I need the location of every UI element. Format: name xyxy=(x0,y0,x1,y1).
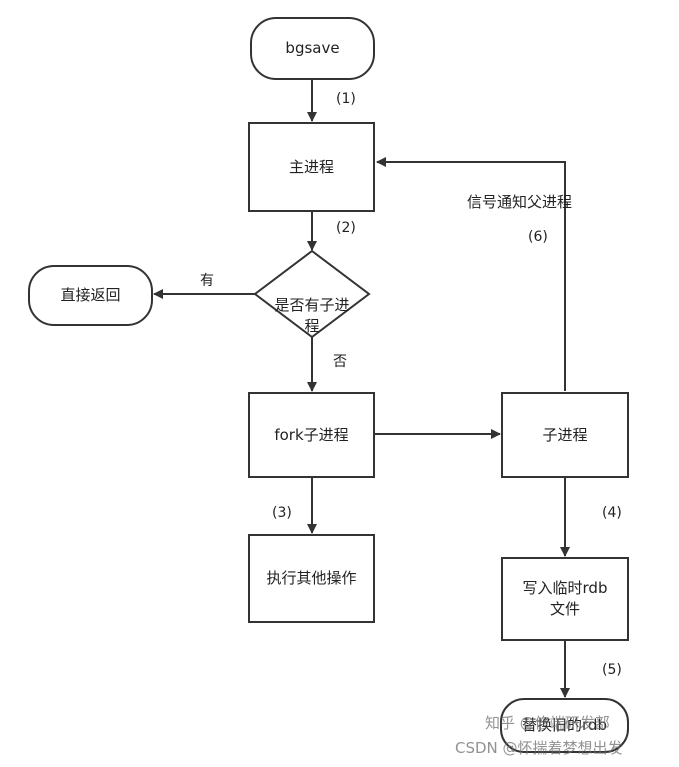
edge-child-to-main-signal xyxy=(376,157,566,391)
yes-label: 有 xyxy=(200,273,214,289)
main-process-node: 主进程 xyxy=(248,122,375,212)
bgsave-node: bgsave xyxy=(250,17,375,80)
other-ops-label: 执行其他操作 xyxy=(266,569,357,587)
bgsave-label: bgsave xyxy=(285,39,340,57)
child-process-label: 子进程 xyxy=(542,425,588,444)
signal-parent-label: 信号通知父进程 xyxy=(467,193,573,211)
replace-rdb-label: 替换旧的rdb xyxy=(522,716,607,734)
decision-label: 是否有子进 程 xyxy=(274,296,350,335)
step-4-label: (4) xyxy=(602,505,622,521)
fork-node: fork子进程 xyxy=(248,392,375,478)
step-3-label: (3) xyxy=(272,505,292,521)
step-5-label: (5) xyxy=(602,662,622,678)
return-directly-node: 直接返回 xyxy=(28,265,153,326)
return-directly-label: 直接返回 xyxy=(60,286,121,304)
main-process-label: 主进程 xyxy=(288,157,334,176)
no-label: 否 xyxy=(333,354,347,370)
step-2-label: (2) xyxy=(336,220,356,236)
replace-rdb-node: 替换旧的rdb xyxy=(500,698,629,753)
write-rdb-node: 写入临时rdb 文件 xyxy=(501,557,629,641)
write-rdb-label: 写入临时rdb 文件 xyxy=(522,579,608,618)
fork-label: fork子进程 xyxy=(274,425,349,444)
watermark-line-1: 知乎 @修端研发部 xyxy=(485,714,610,732)
step-6-label: (6) xyxy=(528,229,548,245)
step-1-label: (1) xyxy=(336,91,356,107)
other-ops-node: 执行其他操作 xyxy=(248,534,375,623)
watermark-line-2: CSDN @怀揣着梦想出发 xyxy=(455,739,623,757)
child-process-node: 子进程 xyxy=(501,392,629,478)
